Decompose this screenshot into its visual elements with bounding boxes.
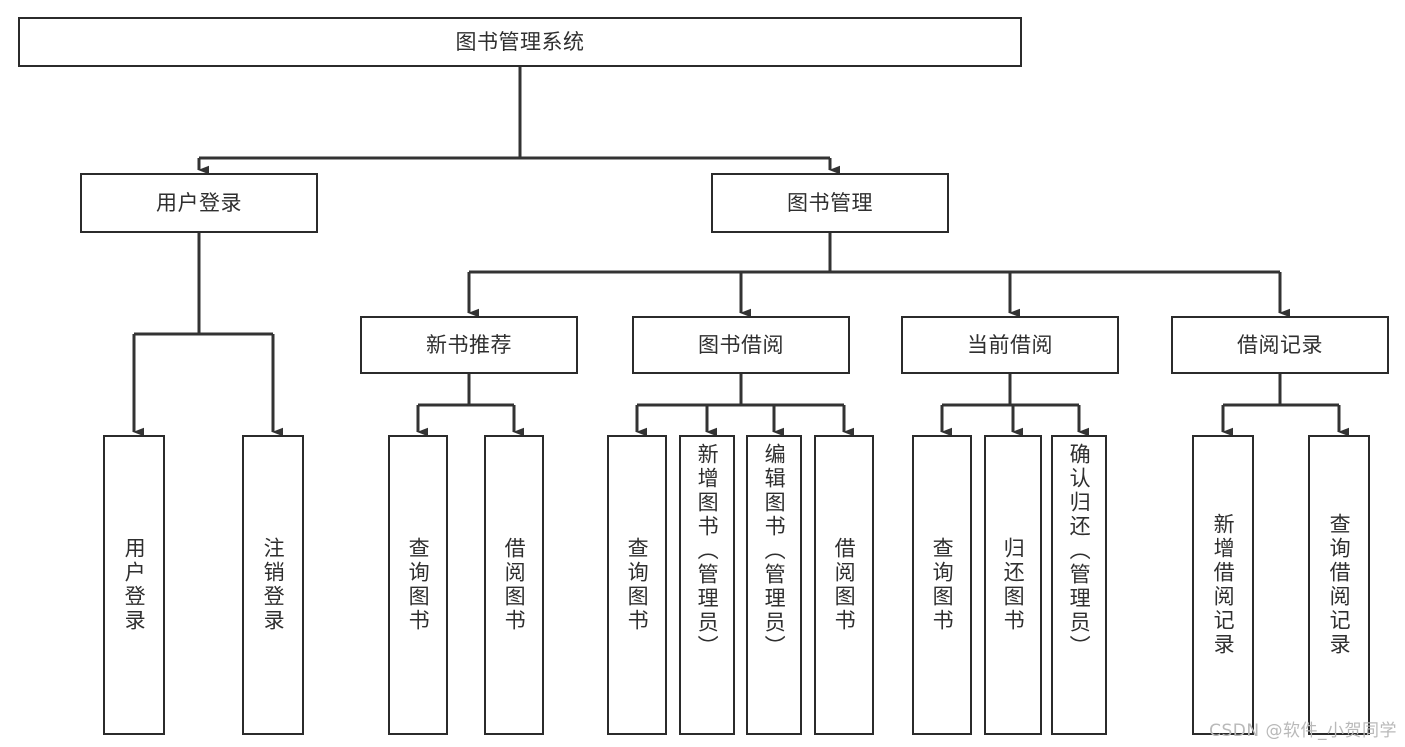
leaf-edit-book-admin[interactable]: 编辑图书（管理员） <box>746 435 802 735</box>
leaf-label: 借阅图书 <box>502 537 527 633</box>
node-label: 借阅记录 <box>1237 332 1323 357</box>
node-label: 用户登录 <box>156 190 242 215</box>
node-label: 图书管理系统 <box>455 29 585 54</box>
leaf-user-login[interactable]: 用户登录 <box>103 435 165 735</box>
leaf-label: 新增图书（管理员） <box>695 443 720 659</box>
leaf-label: 归还图书 <box>1001 537 1026 633</box>
leaf-label: 用户登录 <box>122 537 147 633</box>
leaf-return-book[interactable]: 归还图书 <box>984 435 1042 735</box>
leaf-label: 借阅图书 <box>832 537 857 633</box>
leaf-logout[interactable]: 注销登录 <box>242 435 304 735</box>
node-label: 当前借阅 <box>967 332 1053 357</box>
node-book-borrow[interactable]: 图书借阅 <box>632 316 850 374</box>
leaf-label: 查询图书 <box>406 537 431 633</box>
leaf-confirm-return-admin[interactable]: 确认归还（管理员） <box>1051 435 1107 735</box>
leaf-label: 查询图书 <box>625 537 650 633</box>
leaf-add-book-admin[interactable]: 新增图书（管理员） <box>679 435 735 735</box>
node-label: 图书管理 <box>787 190 873 215</box>
leaf-add-borrow-record[interactable]: 新增借阅记录 <box>1192 435 1254 735</box>
leaf-borrow-book-recommend[interactable]: 借阅图书 <box>484 435 544 735</box>
leaf-label: 注销登录 <box>261 537 286 633</box>
leaf-query-book-current[interactable]: 查询图书 <box>912 435 972 735</box>
leaf-label: 查询图书 <box>930 537 955 633</box>
watermark: CSDN @软件_小贺同学 <box>1209 721 1397 741</box>
node-new-book-recommend[interactable]: 新书推荐 <box>360 316 578 374</box>
node-root-system[interactable]: 图书管理系统 <box>18 17 1022 67</box>
node-user-login[interactable]: 用户登录 <box>80 173 318 233</box>
leaf-query-borrow-record[interactable]: 查询借阅记录 <box>1308 435 1370 735</box>
leaf-label: 新增借阅记录 <box>1211 513 1236 657</box>
leaf-query-book-borrow[interactable]: 查询图书 <box>607 435 667 735</box>
node-label: 新书推荐 <box>426 332 512 357</box>
node-current-borrow[interactable]: 当前借阅 <box>901 316 1119 374</box>
node-label: 图书借阅 <box>698 332 784 357</box>
leaf-borrow-book[interactable]: 借阅图书 <box>814 435 874 735</box>
leaf-label: 确认归还（管理员） <box>1067 443 1092 659</box>
node-borrow-record[interactable]: 借阅记录 <box>1171 316 1389 374</box>
leaf-query-book-recommend[interactable]: 查询图书 <box>388 435 448 735</box>
node-book-management[interactable]: 图书管理 <box>711 173 949 233</box>
leaf-label: 查询借阅记录 <box>1327 513 1352 657</box>
leaf-label: 编辑图书（管理员） <box>762 443 787 659</box>
